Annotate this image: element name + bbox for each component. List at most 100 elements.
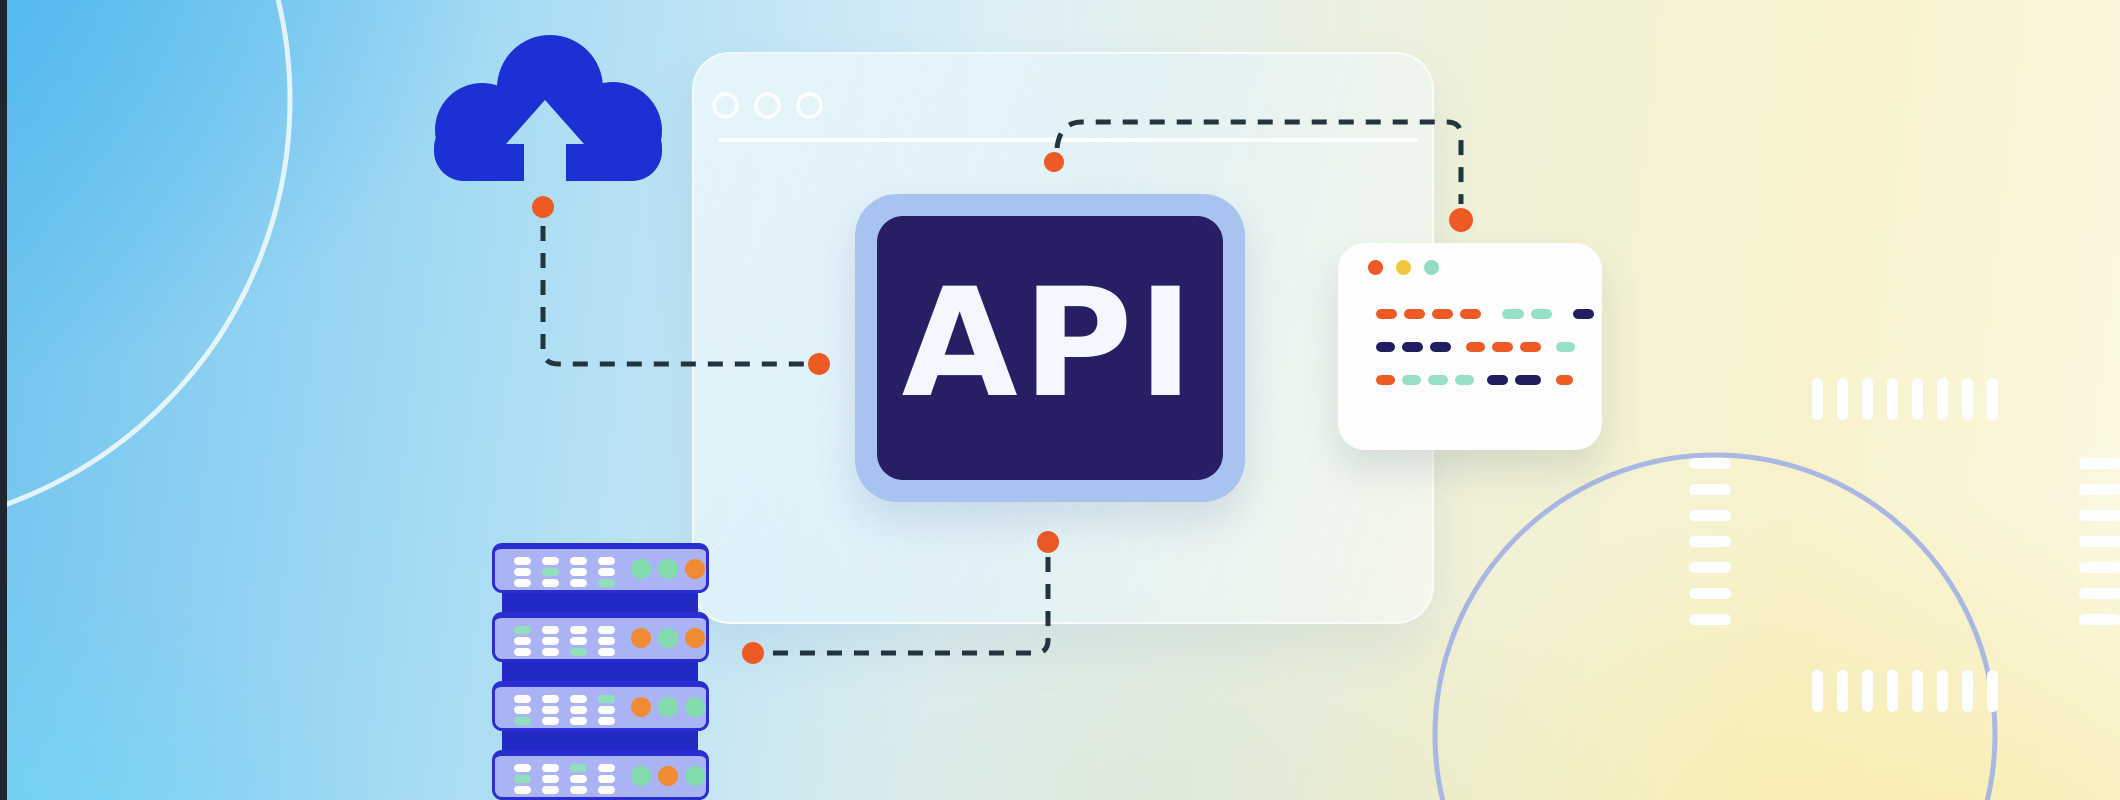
server-unit [492, 681, 709, 731]
vent-column [570, 764, 587, 794]
chip-pin [1987, 378, 1998, 420]
code-token [1520, 342, 1541, 352]
code-token [1404, 309, 1425, 319]
server-led-light [685, 697, 705, 717]
connector-node-codecard [1449, 208, 1473, 232]
chip-pin [1962, 378, 1973, 420]
chip-pin [2079, 458, 2120, 469]
vent-column [514, 695, 531, 725]
chip-pin [1689, 614, 1731, 625]
chip-pin [1812, 378, 1823, 420]
vent-slot [598, 775, 615, 783]
vent-slot [570, 568, 587, 576]
vent-slot [514, 764, 531, 772]
code-token [1432, 309, 1453, 319]
vent-slot [598, 579, 615, 587]
code-token [1515, 375, 1541, 385]
code-token [1492, 342, 1513, 352]
vent-slot [542, 648, 559, 656]
code-lines [1376, 309, 1594, 385]
vent-slot [598, 764, 615, 772]
code-token [1531, 309, 1552, 319]
vent-column [598, 557, 615, 587]
vent-slot [514, 637, 531, 645]
code-token [1556, 375, 1573, 385]
vent-slot [542, 557, 559, 565]
code-token [1428, 375, 1448, 385]
chip-pin [1937, 378, 1948, 420]
vent-slot [570, 648, 587, 656]
server-vent-slots [514, 557, 615, 587]
server-unit [492, 612, 709, 662]
code-token [1455, 375, 1474, 385]
vent-column [598, 626, 615, 656]
vent-slot [570, 764, 587, 772]
code-line [1376, 342, 1594, 352]
server-vent-slots [514, 695, 615, 725]
code-line [1376, 309, 1594, 319]
chip-pin [2079, 510, 2120, 521]
vent-slot [542, 695, 559, 703]
vent-slot [570, 557, 587, 565]
vent-slot [514, 695, 531, 703]
server-led-light [685, 559, 705, 579]
code-token [1466, 342, 1485, 352]
chip-pin [1937, 670, 1948, 712]
vent-slot [598, 786, 615, 794]
code-token [1376, 375, 1395, 385]
code-token [1487, 375, 1508, 385]
chip-pin [2079, 484, 2120, 495]
api-chip-label: API [901, 257, 1199, 431]
chip-pins-left [1689, 458, 1731, 636]
vent-slot [514, 717, 531, 725]
vent-slot [514, 706, 531, 714]
vent-column [598, 764, 615, 794]
server-vent-slots [514, 626, 615, 656]
code-card-dot [1368, 260, 1383, 275]
server-led-light [658, 766, 678, 786]
window-controls [712, 92, 823, 119]
vent-column [542, 626, 559, 656]
server-led-light [658, 559, 678, 579]
vent-slot [598, 626, 615, 634]
vent-slot [542, 568, 559, 576]
code-token [1502, 309, 1524, 319]
server-led-light [631, 628, 651, 648]
vent-column [542, 557, 559, 587]
window-control-circle [796, 92, 823, 119]
vent-slot [514, 568, 531, 576]
vent-slot [514, 579, 531, 587]
chip-pin [2079, 614, 2120, 625]
chip-pin [1689, 562, 1731, 573]
vent-slot [542, 579, 559, 587]
vent-slot [514, 648, 531, 656]
code-token [1556, 342, 1575, 352]
cloud-upload-icon [434, 35, 662, 181]
chip-pin [1862, 670, 1873, 712]
chip-pins-right [2079, 458, 2120, 636]
vent-slot [542, 717, 559, 725]
code-token [1573, 309, 1594, 319]
connector-node-cloud [532, 196, 554, 218]
connector-node-server [742, 642, 764, 664]
vent-slot [598, 557, 615, 565]
server-unit [492, 543, 709, 593]
chip-to-server-connector [767, 557, 1051, 656]
chip-pin [2079, 562, 2120, 573]
server-led-light [631, 559, 651, 579]
vent-slot [570, 626, 587, 634]
white-arc-circle [0, 0, 293, 510]
periwinkle-outline-circle [1432, 452, 1998, 800]
server-led-light [685, 628, 705, 648]
server-unit [492, 750, 709, 800]
vent-column [514, 764, 531, 794]
code-token [1376, 309, 1397, 319]
chip-pin [2079, 588, 2120, 599]
server-led-light [685, 766, 705, 786]
server-led-light [658, 697, 678, 717]
vent-slot [542, 706, 559, 714]
vent-slot [514, 557, 531, 565]
vent-column [542, 695, 559, 725]
connector-node-chip-bottom [1037, 531, 1059, 553]
